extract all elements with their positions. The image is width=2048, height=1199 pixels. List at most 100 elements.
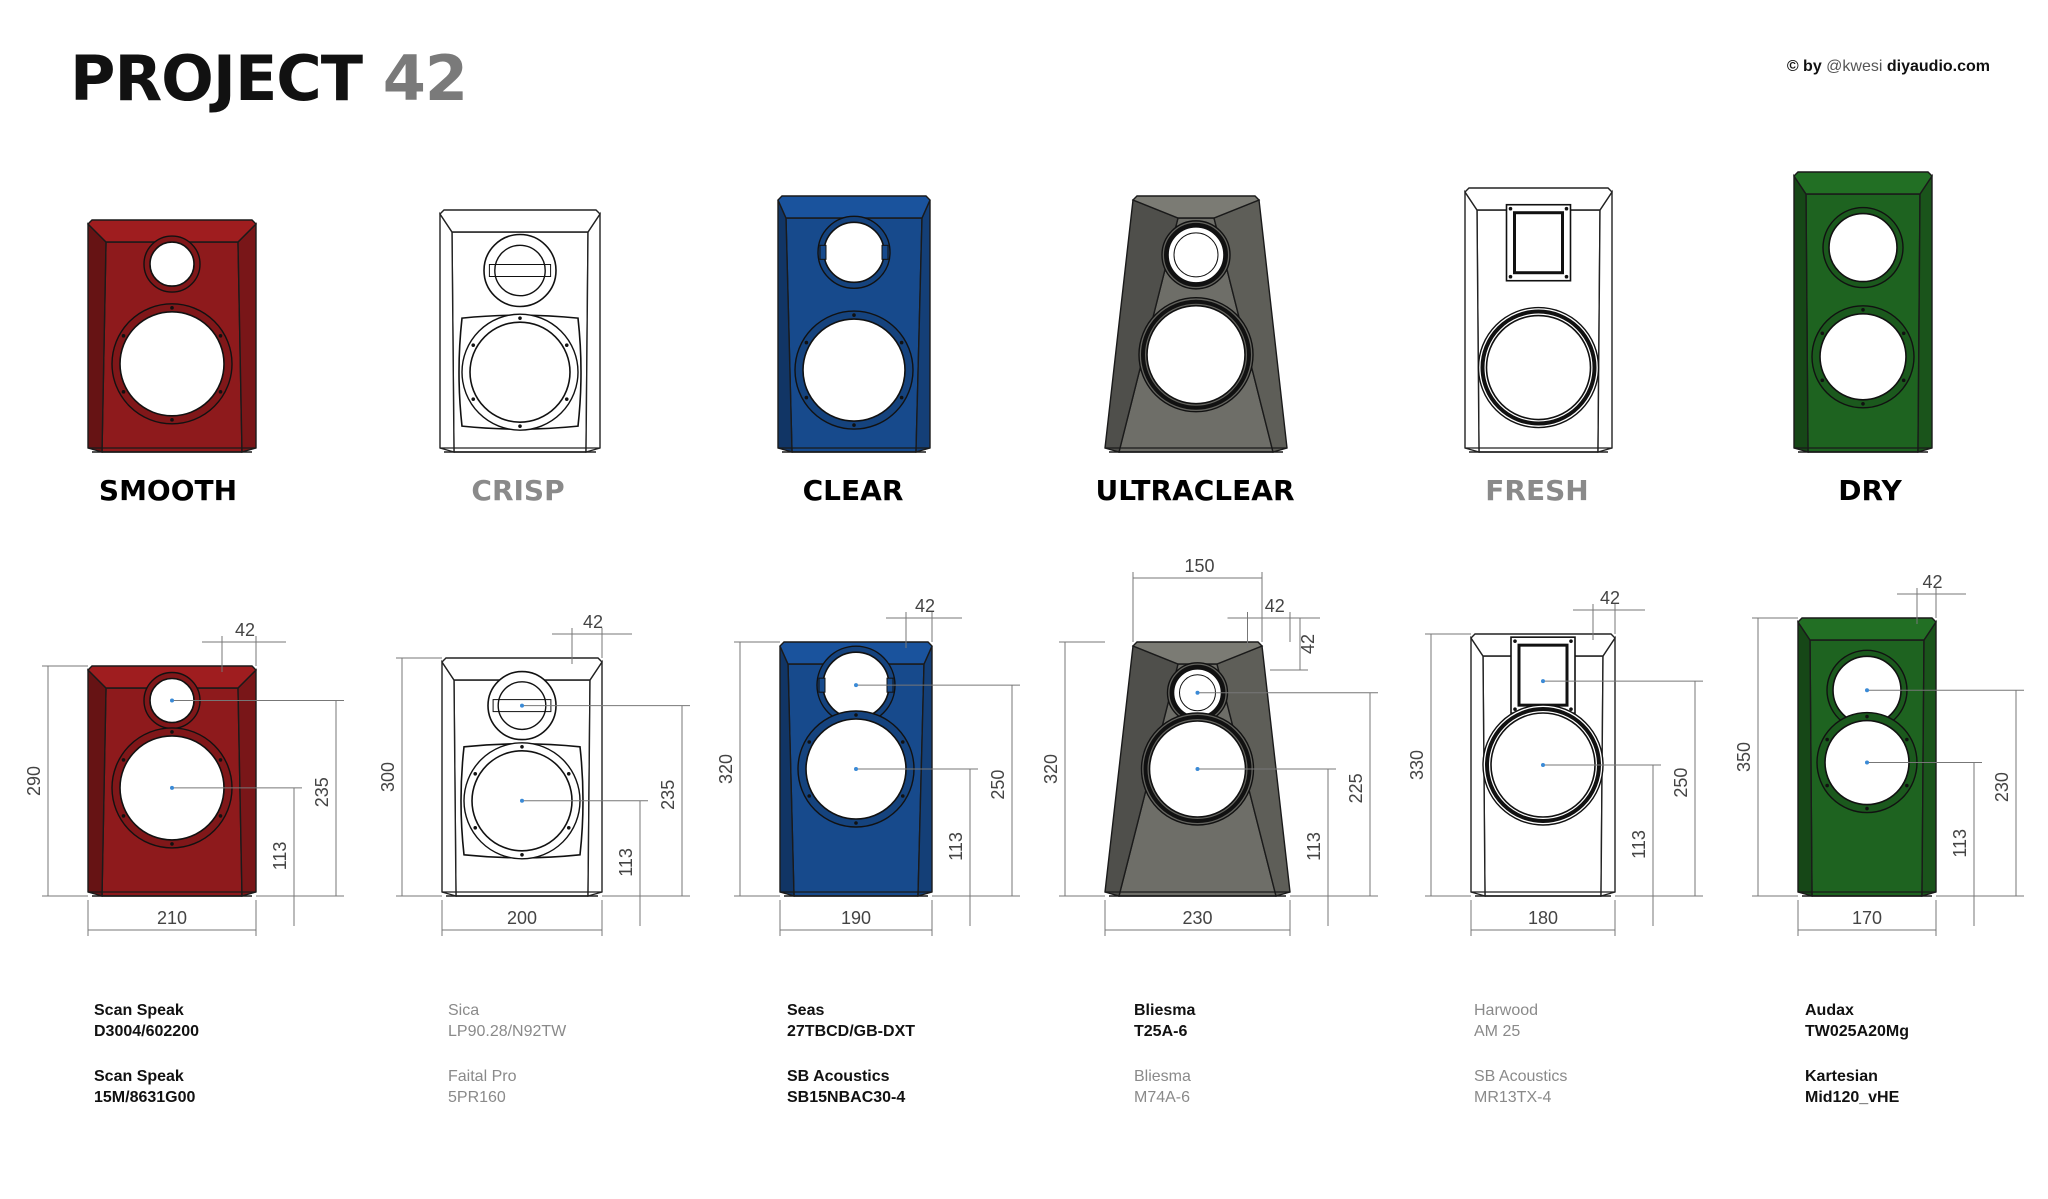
top-width-value: 150 <box>1184 556 1214 576</box>
woofer-hole <box>469 321 571 423</box>
woofer-screw <box>899 340 904 345</box>
woofer-screw <box>1240 379 1244 384</box>
left-side-panel <box>87 222 107 453</box>
left-side-panel <box>1464 189 1480 453</box>
center-mark <box>1865 760 1869 765</box>
right-side-panel <box>237 222 257 453</box>
tweeter-gasket <box>1164 222 1228 287</box>
woofer-screw <box>1195 819 1200 823</box>
tweeter <box>1510 636 1576 714</box>
tweeter-brand: Seas <box>787 1002 825 1019</box>
woofer <box>1138 297 1254 413</box>
woofer-hole <box>1819 312 1907 401</box>
speaker-label-ultraclear: ULTRACLEAR <box>1095 474 1295 507</box>
top-bevel <box>777 195 931 219</box>
woofer-screw <box>121 758 126 762</box>
woofer <box>111 303 233 425</box>
screw <box>1569 639 1573 643</box>
center-mark <box>854 683 858 688</box>
woofer-brand: Kartesian <box>1805 1068 1878 1085</box>
tweeter-brand: Scan Speak <box>94 1002 184 1019</box>
center-mark <box>1195 690 1200 695</box>
tweeter-height-value: 235 <box>658 780 678 810</box>
woofer-screw <box>807 740 812 744</box>
right-side-panel <box>587 659 603 897</box>
right-side-panel <box>237 668 257 897</box>
woofer-height-value: 113 <box>270 842 290 871</box>
woofer-screw <box>473 772 478 776</box>
woofer-brand: Scan Speak <box>94 1068 184 1085</box>
woofer-screw <box>520 853 524 857</box>
tweeter-hole <box>149 241 195 287</box>
woofer-hole <box>1485 314 1592 421</box>
offset-value: 42 <box>915 596 935 616</box>
woofer-screw <box>1541 819 1545 823</box>
woofer-screw <box>471 343 476 347</box>
woofer-screw <box>1240 793 1245 797</box>
screw <box>1513 639 1517 643</box>
center-mark <box>520 798 524 803</box>
tweeter-height-value: 250 <box>988 770 1008 800</box>
woofer-screw <box>807 794 812 798</box>
tweeter-notch <box>818 677 826 693</box>
credit-site: diyaudio.com <box>1886 58 1990 75</box>
width-value: 170 <box>1852 908 1882 928</box>
woofer-screw <box>1488 393 1492 398</box>
woofer-screw <box>170 418 174 422</box>
tweeter <box>483 233 557 308</box>
woofer-height-value: 113 <box>1950 829 1970 858</box>
top-drop-value: 42 <box>1298 634 1318 654</box>
woofer-screw <box>518 316 522 320</box>
woofer-screw <box>1240 741 1245 745</box>
width-value: 180 <box>1528 908 1558 928</box>
woofer-screw <box>121 334 126 338</box>
credit-user: @kwesi <box>1826 58 1883 75</box>
tweeter-brand: Harwood <box>1474 1002 1539 1019</box>
offset-value: 42 <box>583 612 603 632</box>
page-title: PROJECT 42 <box>70 48 468 110</box>
left-side-panel <box>1797 619 1813 897</box>
screw <box>1564 274 1569 279</box>
top-bevel <box>1131 195 1261 219</box>
woofer-height-value: 113 <box>1629 830 1649 859</box>
tweeter <box>1161 220 1231 290</box>
woofer <box>1477 306 1600 429</box>
woofer-screw <box>564 397 569 401</box>
tweeter-model: AM 25 <box>1474 1023 1521 1040</box>
woofer-model: M74A-6 <box>1134 1089 1191 1106</box>
height-value: 330 <box>1407 750 1427 780</box>
woofer-screw <box>852 313 856 317</box>
woofer-model: Mid120_vHE <box>1805 1089 1900 1106</box>
tweeter-notch <box>819 244 827 260</box>
tweeter-dome <box>1173 232 1219 278</box>
woofer-screw <box>473 826 478 830</box>
center-mark <box>170 785 174 790</box>
title-main: PROJECT <box>70 42 363 115</box>
woofer-height-value: 113 <box>616 848 636 877</box>
left-side-panel <box>441 659 457 897</box>
left-side-panel <box>1793 173 1809 453</box>
woofer-screw <box>1905 783 1909 788</box>
center-mark <box>1541 679 1545 684</box>
tweeter <box>817 215 891 290</box>
woofer-screw <box>1865 806 1869 811</box>
woofer-model: 5PR160 <box>448 1089 506 1106</box>
tweeter-ribbon <box>1517 643 1569 707</box>
speaker-label-smooth: SMOOTH <box>98 474 238 507</box>
offset-value: 42 <box>1922 572 1942 592</box>
woofer-height-value: 113 <box>946 832 966 861</box>
woofer-model: MR13TX-4 <box>1474 1089 1552 1106</box>
tweeter <box>1822 206 1904 289</box>
top-bevel <box>441 657 603 681</box>
woofer <box>458 313 582 431</box>
woofer-model: SB15NBAC30-4 <box>787 1089 906 1106</box>
top-bevel <box>439 209 601 233</box>
woofer-screw <box>1240 326 1244 331</box>
